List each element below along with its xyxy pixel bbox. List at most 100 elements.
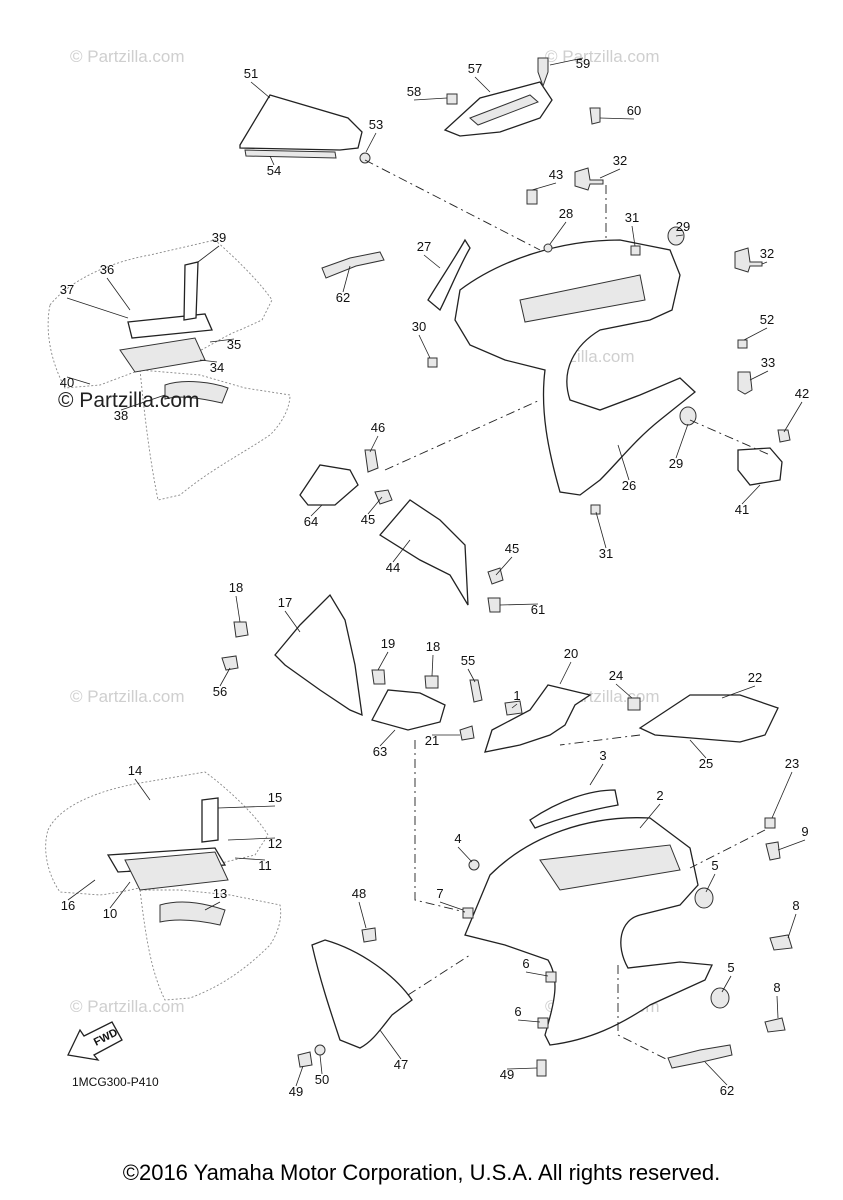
callout-leader <box>367 496 383 515</box>
bracket-57 <box>443 57 601 137</box>
callout-label: 56 <box>213 684 227 699</box>
callout-leader <box>531 182 557 191</box>
callout-label: 5 <box>727 960 734 975</box>
callout-leader <box>721 975 732 993</box>
callout-leader <box>67 879 96 901</box>
callout-leader <box>319 1054 323 1075</box>
ghost-fairing-upper <box>47 239 291 501</box>
ghost-fairing-lower <box>45 771 282 1001</box>
callout-label: 19 <box>381 636 395 651</box>
callout-label: 55 <box>461 653 475 668</box>
callout-label: 60 <box>627 103 641 118</box>
callout-leader <box>217 805 276 809</box>
callout-label: 21 <box>425 733 439 748</box>
callout-label: 38 <box>114 408 128 423</box>
callout-leader <box>639 803 661 829</box>
watermark-text: © Partzilla.com <box>70 997 185 1016</box>
callout-label: 28 <box>559 206 573 221</box>
callout-label: 5 <box>711 858 718 873</box>
callout-label: 49 <box>500 1067 514 1082</box>
callout-label: 2 <box>656 788 663 803</box>
callout-leader <box>589 763 604 786</box>
callout-label: 1 <box>513 688 520 703</box>
callout-label: 24 <box>609 668 623 683</box>
callout-leader <box>599 117 635 120</box>
callout-label: 20 <box>564 646 578 661</box>
cowl-2 <box>297 789 793 1077</box>
callout-label: 32 <box>613 153 627 168</box>
callout-label: 46 <box>371 420 385 435</box>
callout-label: 22 <box>748 670 762 685</box>
callout-label: 43 <box>549 167 563 182</box>
callout-leader <box>617 444 630 481</box>
callout-label: 40 <box>60 375 74 390</box>
callout-label: 58 <box>407 84 421 99</box>
callout-leader <box>517 1019 541 1023</box>
partzilla-credit: © Partzilla.com <box>58 389 200 412</box>
callout-leader <box>109 881 131 909</box>
callout-leader <box>227 837 276 841</box>
callout-label: 41 <box>735 502 749 517</box>
callout-label: 42 <box>795 386 809 401</box>
callout-leader <box>269 155 275 166</box>
callout-label: 18 <box>229 580 243 595</box>
cowl-26 <box>427 189 748 515</box>
callout-leader <box>777 839 806 851</box>
callout-label: 51 <box>244 66 258 81</box>
callout-leader <box>741 484 761 505</box>
callout-leader <box>675 423 689 459</box>
callout-label: 15 <box>268 790 282 805</box>
callout-leader <box>595 511 607 549</box>
callout-label: 45 <box>505 541 519 556</box>
callout-leader <box>234 857 266 861</box>
callout-leader <box>342 265 351 293</box>
callout-leader <box>209 338 235 343</box>
callout-label: 29 <box>669 456 683 471</box>
callout-leader <box>295 1065 304 1087</box>
callout-leader <box>761 261 768 265</box>
callout-leader <box>675 234 684 237</box>
callout-label: 31 <box>599 546 613 561</box>
callout-label: 3 <box>599 748 606 763</box>
callouts: 1234556678891011121314151617181819202122… <box>60 56 809 1099</box>
callout-leader <box>120 394 166 411</box>
callout-label: 61 <box>531 602 545 617</box>
callout-leader <box>66 297 129 319</box>
callout-leader <box>721 685 756 699</box>
callout-leader <box>559 661 572 685</box>
callout-label: 11 <box>258 858 272 873</box>
callout-leader <box>439 901 464 911</box>
callout-leader <box>423 254 441 269</box>
callout-label: 13 <box>213 886 227 901</box>
callout-leader <box>134 778 151 801</box>
watermark-text: © Partzilla.com <box>545 47 660 66</box>
callout-leader <box>783 401 803 433</box>
callout-leader <box>495 556 513 576</box>
callout-leader <box>235 595 241 623</box>
callout-leader <box>106 277 131 311</box>
callout-label: 4 <box>454 831 461 846</box>
callout-leader <box>358 901 367 929</box>
callout-leader <box>250 81 271 99</box>
callout-leader <box>615 683 633 699</box>
callout-leader <box>689 739 707 759</box>
filler-62-upper <box>321 251 385 279</box>
callout-label: 17 <box>278 595 292 610</box>
callout-leader <box>204 901 221 911</box>
callout-leader <box>771 771 793 819</box>
callout-leader <box>197 245 220 263</box>
callout-label: 18 <box>426 639 440 654</box>
assembly-lines <box>364 159 771 1061</box>
callout-leader <box>631 225 636 247</box>
watermark-text: © Partzilla.com <box>70 687 185 706</box>
callout-label: 39 <box>212 230 226 245</box>
callout-leader <box>599 168 621 179</box>
callout-label: 8 <box>773 980 780 995</box>
callout-label: 52 <box>760 312 774 327</box>
callout-leader <box>377 651 389 671</box>
bracket-group-44-64 <box>299 449 504 613</box>
callout-leader <box>549 57 584 66</box>
callout-leader <box>199 359 218 363</box>
callout-leader <box>705 873 716 893</box>
callout-label: 45 <box>361 512 375 527</box>
